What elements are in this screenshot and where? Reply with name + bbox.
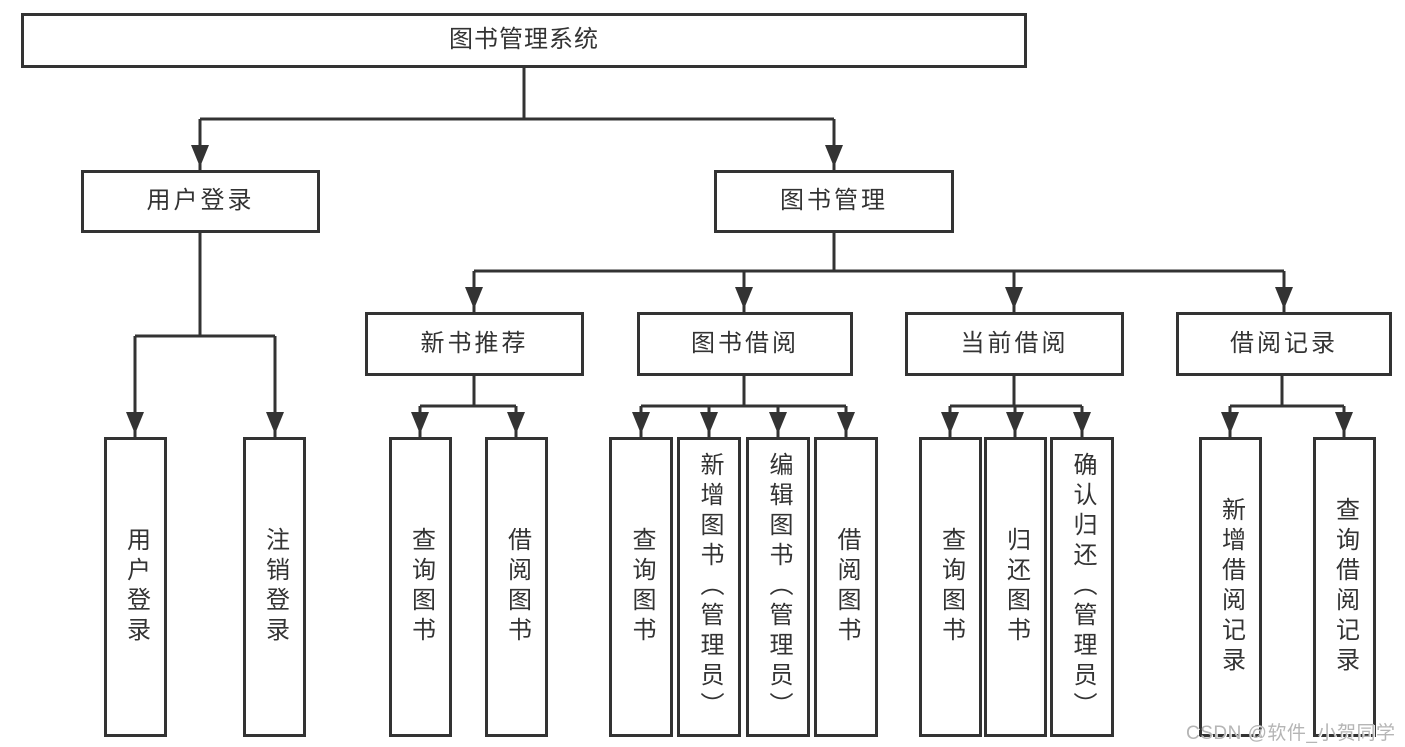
node-leaf-newbook-search: 查询图书: [389, 437, 452, 737]
node-leaf-user-login-label: 用户登录: [122, 527, 150, 647]
node-new-book-recommend-label: 新书推荐: [420, 329, 529, 357]
node-leaf-current-search: 查询图书: [919, 437, 982, 737]
node-borrow-records-label: 借阅记录: [1230, 329, 1338, 357]
node-leaf-newbook-borrow: 借阅图书: [485, 437, 548, 737]
node-leaf-borrow-search: 查询图书: [609, 437, 673, 737]
node-book-borrow-label: 图书借阅: [691, 329, 799, 357]
node-leaf-borrow-edit: 编辑图书（管理员）: [746, 437, 810, 737]
node-leaf-borrow-edit-label: 编辑图书（管理员）: [765, 452, 792, 722]
node-book-management: 图书管理: [714, 170, 954, 233]
node-leaf-record-add: 新增借阅记录: [1199, 437, 1262, 737]
node-leaf-borrow-add-label: 新增图书（管理员）: [696, 452, 723, 722]
node-leaf-user-login: 用户登录: [104, 437, 167, 737]
node-leaf-current-confirm-label: 确认归还（管理员）: [1069, 452, 1096, 722]
node-leaf-newbook-search-label: 查询图书: [407, 527, 435, 647]
node-leaf-logout-label: 注销登录: [261, 527, 289, 647]
arrowheads: [126, 145, 1353, 434]
node-leaf-borrow-search-label: 查询图书: [628, 527, 655, 647]
node-book-borrow: 图书借阅: [637, 312, 853, 376]
node-leaf-current-return-label: 归还图书: [1002, 527, 1030, 647]
node-book-management-label: 图书管理: [780, 187, 888, 215]
node-leaf-borrow-add: 新增图书（管理员）: [677, 437, 741, 737]
node-root-label: 图书管理系统: [449, 26, 599, 54]
node-leaf-current-return: 归还图书: [984, 437, 1047, 737]
node-leaf-record-add-label: 新增借阅记录: [1217, 497, 1245, 677]
node-leaf-current-confirm: 确认归还（管理员）: [1050, 437, 1114, 737]
node-leaf-record-search-label: 查询借阅记录: [1331, 497, 1359, 677]
node-leaf-record-search: 查询借阅记录: [1313, 437, 1376, 737]
tree-branch-lines: [133, 68, 1346, 437]
node-current-borrow-label: 当前借阅: [960, 329, 1069, 357]
node-new-book-recommend: 新书推荐: [365, 312, 584, 376]
node-user-login-label: 用户登录: [146, 187, 255, 215]
csdn-watermark: CSDN @软件_小贺同学: [1186, 723, 1396, 744]
node-user-login: 用户登录: [81, 170, 320, 233]
node-leaf-newbook-borrow-label: 借阅图书: [503, 527, 531, 647]
node-leaf-current-search-label: 查询图书: [937, 527, 965, 647]
node-borrow-records: 借阅记录: [1176, 312, 1392, 376]
node-root: 图书管理系统: [21, 13, 1027, 68]
node-leaf-borrow-borrow: 借阅图书: [814, 437, 878, 737]
node-leaf-logout: 注销登录: [243, 437, 306, 737]
node-current-borrow: 当前借阅: [905, 312, 1124, 376]
node-leaf-borrow-borrow-label: 借阅图书: [833, 527, 860, 647]
